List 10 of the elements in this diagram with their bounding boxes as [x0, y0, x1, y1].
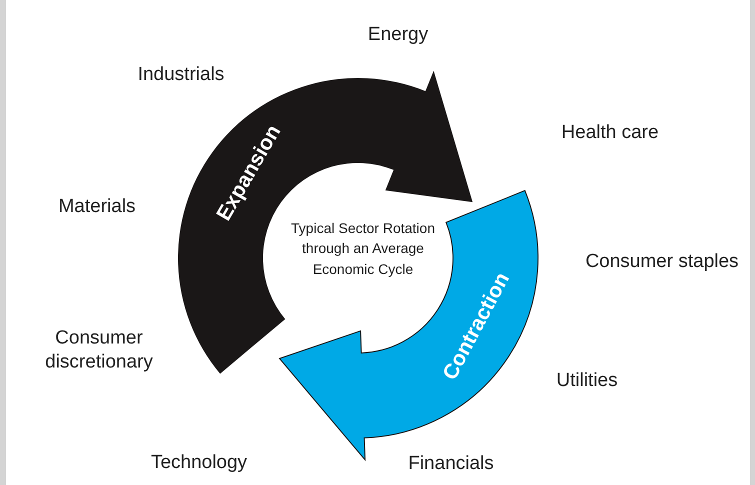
sector-label: Energy [368, 23, 428, 47]
sector-label: Utilities [556, 369, 618, 393]
sector-label: Consumer staples [585, 250, 739, 274]
sector-label: Materials [58, 195, 136, 219]
center-caption: Typical Sector Rotation through an Average Economic Cycle [283, 218, 443, 279]
sector-label: Technology [150, 451, 248, 475]
sector-label: Industrials [138, 63, 224, 87]
sector-label: Consumer discretionary [44, 326, 154, 374]
sector-label: Financials [408, 452, 494, 476]
sector-label: Health care [561, 121, 659, 145]
